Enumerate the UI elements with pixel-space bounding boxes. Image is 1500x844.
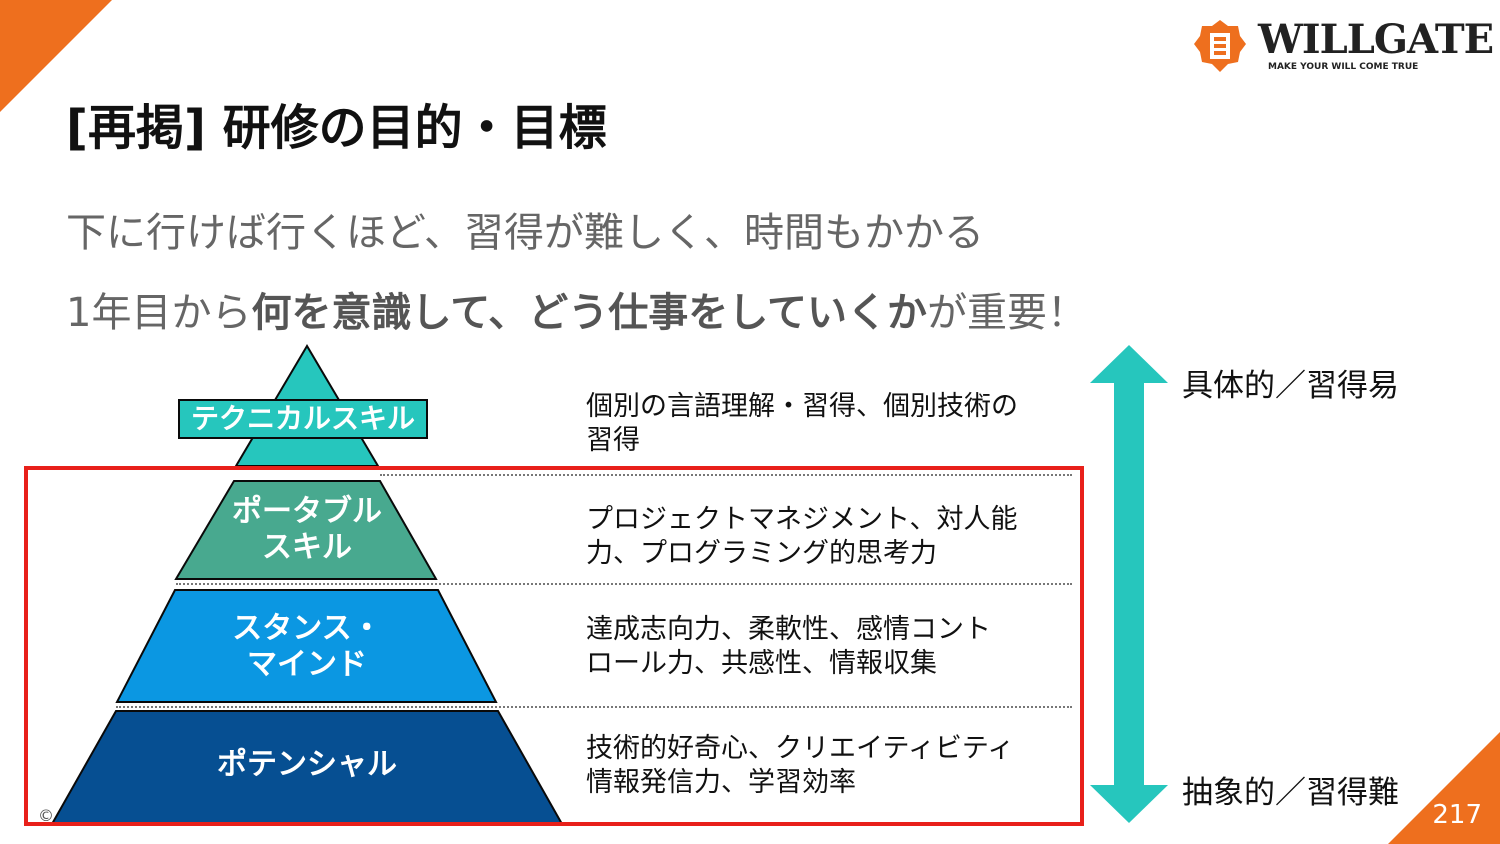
desc-portable: プロジェクトマネジメント、対人能力、プログラミング的思考力 — [586, 504, 1018, 569]
pyramid-layer-portable — [174, 480, 438, 580]
arrow-head-up — [1090, 345, 1168, 383]
highlight-box — [24, 466, 1084, 826]
technical-skill-label: テクニカルスキル — [178, 399, 428, 439]
portable-skill-label: ポータブルスキル — [232, 494, 382, 565]
axis-label-bottom: 抽象的／習得難 — [1182, 775, 1399, 811]
willgate-logo: WILLGATE MAKE YOUR WILL COME TRUE — [1190, 16, 1494, 76]
logo-wordmark: WILLGATE — [1258, 16, 1494, 63]
subtitle-line-2: 1年目から何を意識して、どう仕事をしていくかが重要！ — [66, 280, 1087, 338]
arrow-shaft — [1114, 382, 1144, 786]
logo-mark-icon — [1194, 20, 1246, 72]
copyright: © — [38, 806, 54, 825]
subtitle-line-2-post: が重要！ — [927, 290, 1088, 336]
logo-tagline: MAKE YOUR WILL COME TRUE — [1268, 62, 1419, 72]
page-number: 217 — [1432, 800, 1482, 830]
desc-technical: 個別の言語理解・習得、個別技術の習得 — [586, 391, 1018, 456]
desc-potential: 技術的好奇心、クリエイティビティ情報発信力、学習効率 — [586, 733, 1015, 798]
divider-3 — [116, 706, 1072, 708]
potential-label: ポテンシャル — [217, 747, 397, 782]
subtitle-line-2-pre: 1年目から — [66, 290, 252, 336]
page-title: [再掲] 研修の目的・目標 — [66, 100, 607, 156]
subtitle-line-1: 下に行けば行くほど、習得が難しく、時間もかかる — [66, 210, 984, 256]
desc-stance: 達成志向力、柔軟性、感情コントロール力、共感性、情報収集 — [586, 614, 991, 679]
stance-mind-label: スタンス・マインド — [232, 611, 382, 682]
divider-2 — [176, 583, 1072, 585]
arrow-head-down — [1090, 785, 1168, 823]
corner-accent-top-left — [0, 0, 112, 112]
divider-1 — [380, 474, 1072, 476]
corner-accent-bottom-right — [1388, 732, 1500, 844]
pyramid-layer-stance — [115, 589, 498, 703]
axis-label-top: 具体的／習得易 — [1182, 368, 1399, 404]
subtitle-line-2-emphasis: 何を意識して、どう仕事をしていくか — [251, 290, 928, 336]
